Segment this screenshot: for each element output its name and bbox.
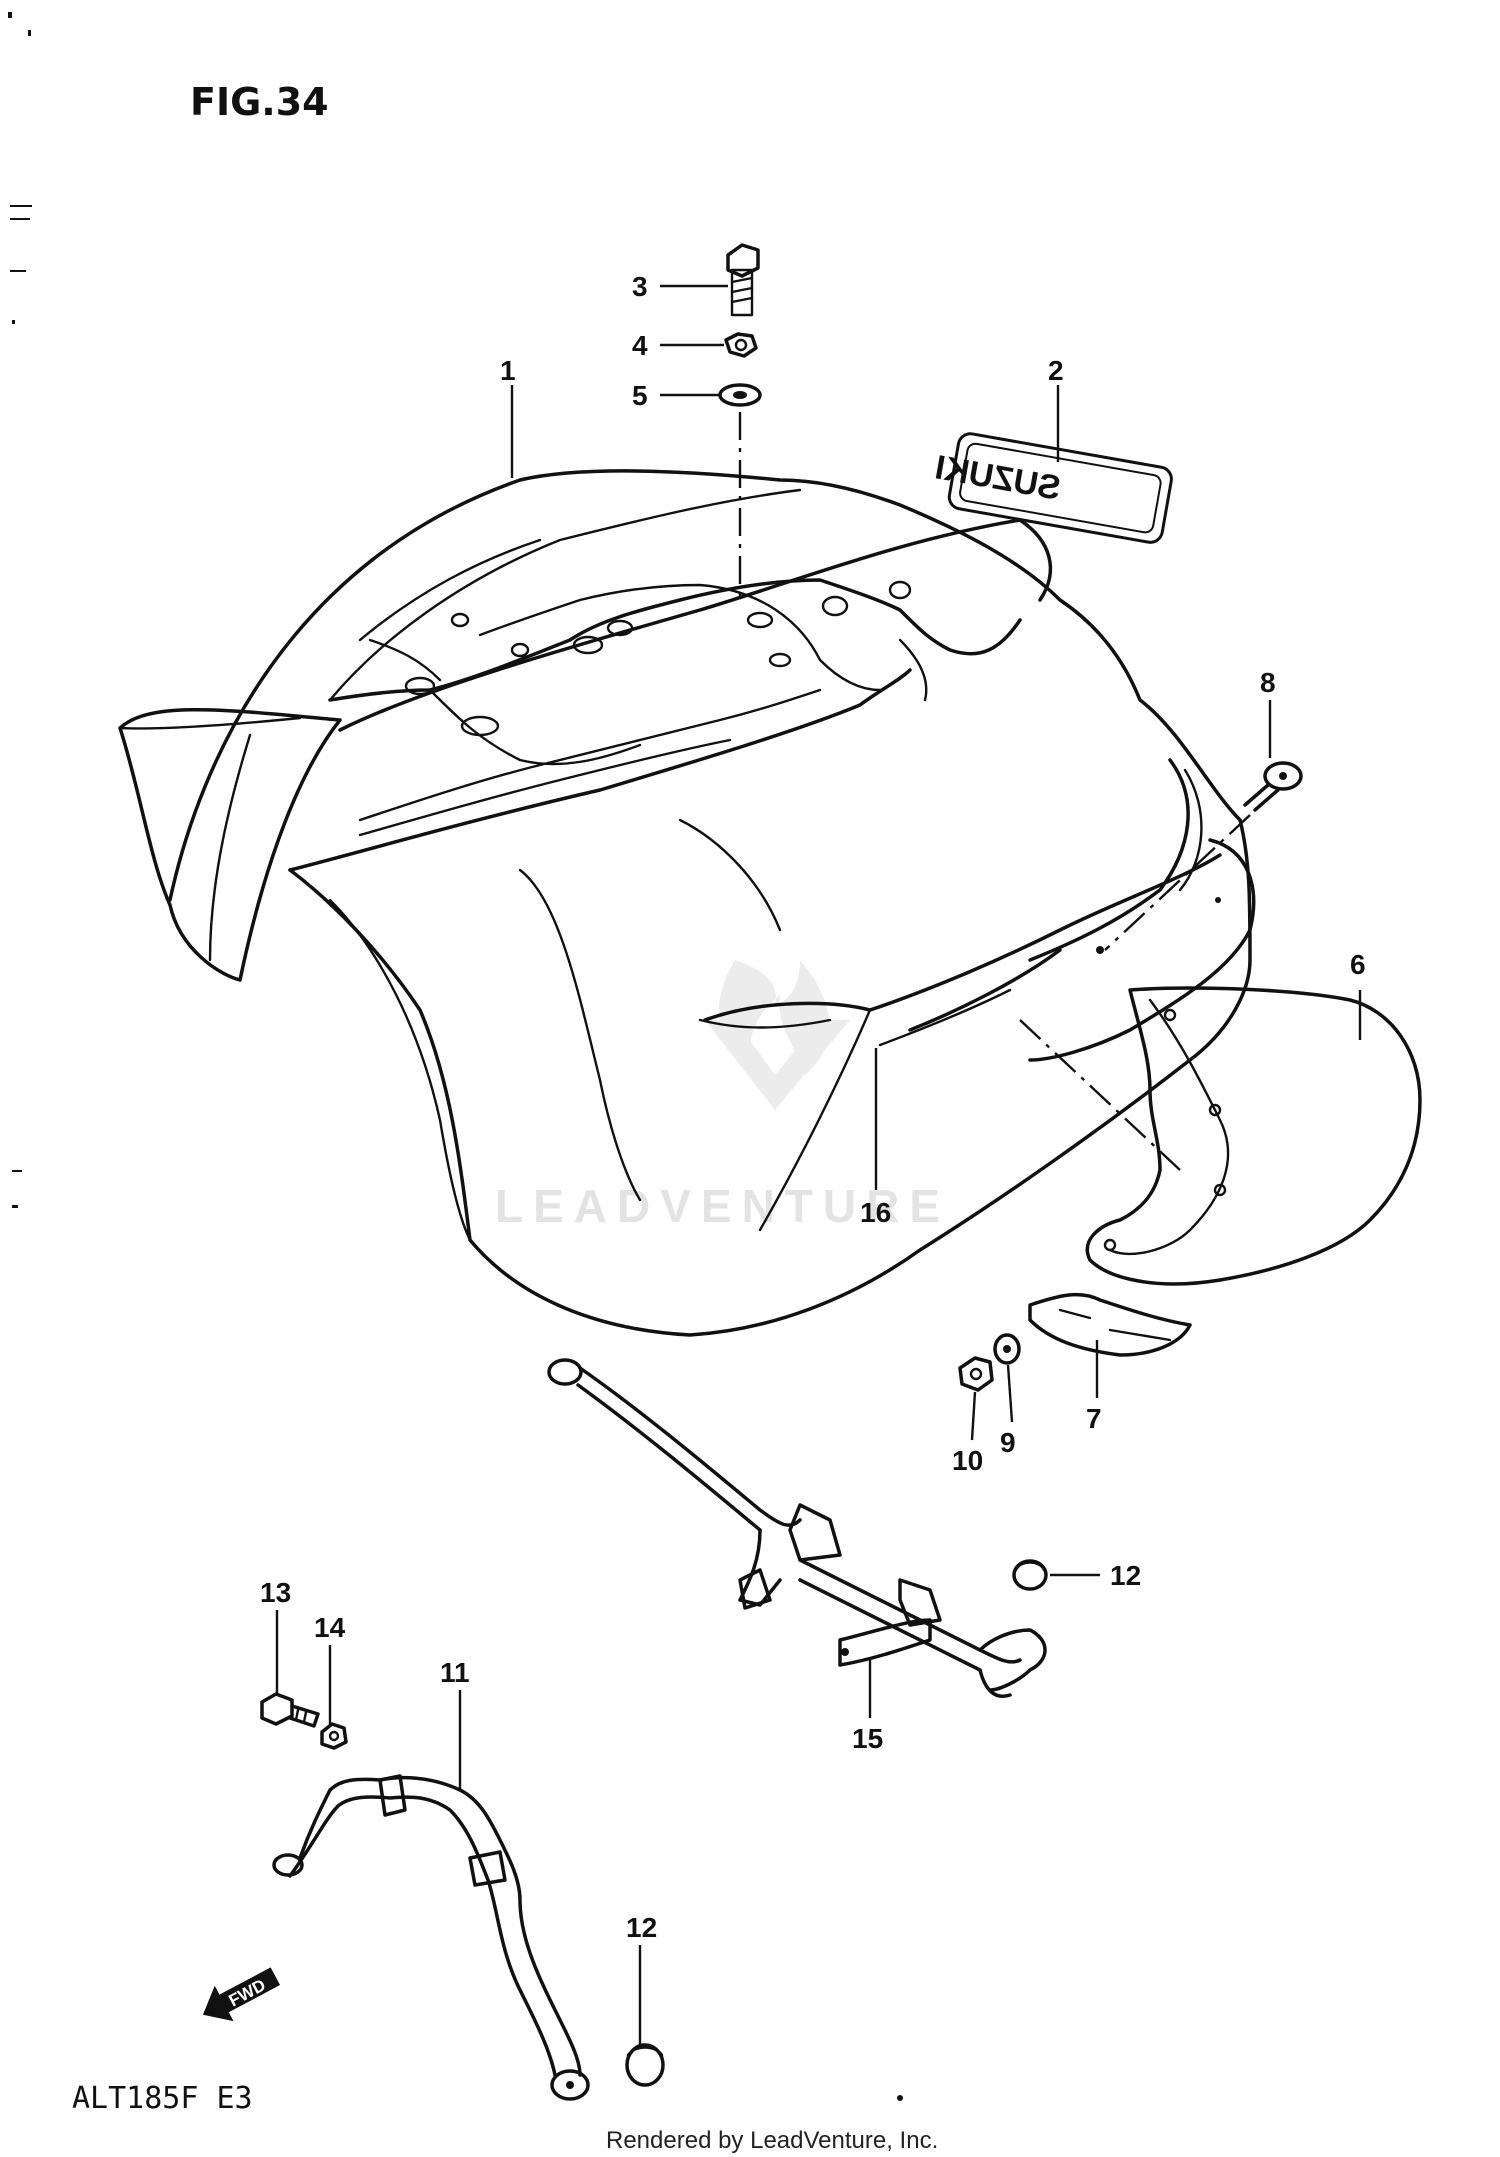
rear-frame-bracket	[547, 1358, 1047, 1698]
callout-1: 1	[500, 355, 516, 386]
model-code: ALT185F E3	[72, 2081, 253, 2116]
footer-credit: Rendered by LeadVenture, Inc.	[606, 2127, 938, 2154]
scan-dot	[897, 2095, 903, 2101]
mud-flap	[1019, 986, 1422, 1286]
figure-title: FIG.34	[190, 80, 329, 124]
callout-10: 10	[952, 1445, 983, 1476]
callouts: 1 2 3 4 5 6 7 8 9 10 11 12 12 13 14 15 1…	[260, 271, 1366, 1943]
callout-12-lower: 12	[626, 1912, 657, 1943]
callout-2: 2	[1048, 355, 1064, 386]
callout-8: 8	[1260, 667, 1276, 698]
callout-6: 6	[1350, 949, 1366, 980]
callout-3: 3	[632, 271, 648, 302]
callout-13: 13	[260, 1577, 291, 1608]
stay-bracket	[272, 1774, 590, 2101]
callout-14: 14	[314, 1612, 346, 1643]
rubber-cap	[1012, 1559, 1048, 1591]
rear-fender	[118, 469, 1256, 1337]
scan-noise	[8, 12, 32, 1208]
callout-7: 7	[1086, 1403, 1102, 1434]
washer-nut	[958, 1333, 1021, 1392]
callout-4: 4	[632, 330, 648, 361]
callout-5: 5	[632, 380, 648, 411]
bracket-bolt	[260, 1692, 348, 1750]
leader-lines	[275, 284, 1362, 2045]
trim-screw	[1104, 761, 1303, 951]
callout-11: 11	[440, 1657, 470, 1688]
callout-9: 9	[1000, 1427, 1016, 1458]
forward-arrow-icon: FWD	[202, 1967, 281, 2022]
callout-15: 15	[852, 1723, 883, 1754]
bolt-set	[718, 243, 762, 600]
flap-plate	[1028, 1292, 1192, 1357]
callout-12-upper: 12	[1110, 1560, 1141, 1591]
rubber-cap-lower	[625, 2043, 665, 2087]
suzuki-emblem: SUZUKI	[932, 432, 1173, 544]
side-trim-strip	[878, 948, 1062, 1047]
watermark-text: LEADVENTURE	[495, 1180, 950, 1232]
watermark: LEADVENTURE	[495, 960, 950, 1232]
callout-16: 16	[860, 1197, 891, 1228]
watermark-v-icon	[705, 1020, 850, 1110]
